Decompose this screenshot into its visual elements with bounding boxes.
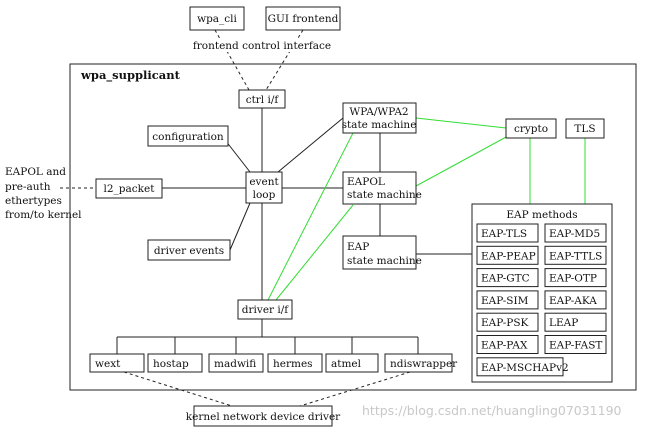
wpa-state-machine-line1: WPA/WPA2 — [349, 106, 408, 118]
eap-method-label: EAP-AKA — [549, 295, 597, 307]
eapol-state-machine-box — [342, 171, 417, 205]
connectors — [60, 29, 586, 407]
eap-methods-title: EAP methods — [506, 209, 577, 221]
event-loop-to-wpa-link — [277, 117, 344, 173]
control-interface-label-bg — [200, 38, 324, 52]
eap-method-box — [544, 223, 607, 243]
tls-label: TLS — [574, 123, 595, 135]
eap-method-label: EAP-MD5 — [549, 228, 600, 240]
eap-state-machine-line1: EAP — [347, 241, 369, 253]
eap-method-label: EAP-PAX — [481, 340, 528, 352]
driver-backend-ndiswrapper-box — [384, 353, 453, 373]
configuration-box — [147, 125, 229, 147]
driver-backend-label: ndiswrapper — [390, 358, 458, 370]
driver-backends-row: wext hostap madwifi hermes atmel ndiswrapper — [89, 353, 458, 373]
driver-backend-label: hermes — [273, 358, 313, 370]
wpa-cli-box — [189, 6, 245, 31]
ctrl-if-box — [238, 89, 286, 109]
eap-method-box — [476, 268, 539, 288]
eap-method-label: EAP-OTP — [549, 273, 597, 285]
crypto-label: crypto — [514, 123, 548, 135]
eap-method-box — [544, 245, 607, 265]
eap-method-label: EAP-SIM — [481, 295, 529, 307]
driver-backend-label: madwifi — [214, 358, 256, 370]
eapol-crypto-green-link — [415, 135, 509, 187]
driver-backend-atmel-box — [325, 353, 379, 373]
event-loop-box — [245, 171, 283, 204]
eap-method-label: LEAP — [549, 317, 578, 329]
gui-frontend-box — [265, 6, 341, 31]
crypto-box — [505, 118, 557, 139]
eap-state-machine-box — [342, 235, 417, 270]
driver-events-box — [147, 239, 231, 261]
eap-method-label: EAP-MSCHAPv2 — [481, 362, 569, 374]
eap-method-box — [476, 245, 539, 265]
driver-if-box — [237, 299, 293, 320]
eapol-external-line3: ethertypes — [5, 195, 62, 207]
driver-backend-madwifi-box — [208, 353, 264, 373]
driver-backend-hermes-box — [267, 353, 323, 373]
kernel-driver-box — [193, 405, 333, 427]
eap-state-machine-line2: state machine — [347, 255, 422, 267]
wpa-cli-label: wpa_cli — [197, 13, 237, 25]
wext-kernel-link — [123, 371, 233, 407]
driver-backend-wext-box — [89, 353, 145, 373]
tls-box — [565, 118, 605, 139]
driver-events-label: driver events — [154, 245, 224, 257]
wpa-state-machine-box — [342, 102, 417, 134]
wpa-driver-green-link — [267, 132, 354, 301]
eap-method-box — [544, 335, 607, 354]
driver-backend-label: atmel — [331, 358, 362, 370]
wpa-supplicant-title: wpa_supplicant — [80, 68, 181, 83]
eapol-state-machine-line2: state machine — [347, 189, 422, 201]
l2-packet-label: l2_packet — [104, 183, 156, 195]
eap-method-box — [476, 223, 539, 243]
configuration-label: configuration — [152, 131, 224, 143]
event-loop-label-line2: loop — [253, 189, 276, 201]
ctrl-if-label: ctrl i/f — [246, 94, 280, 106]
eap-method-box — [476, 312, 539, 332]
eap-method-box — [476, 290, 539, 310]
eap-method-label: EAP-FAST — [549, 340, 602, 352]
eap-method-label: EAP-GTC — [481, 273, 530, 285]
driver-if-label: driver i/f — [242, 304, 289, 316]
gui-frontend-label: GUI frontend — [268, 13, 339, 25]
eap-method-box — [544, 312, 607, 332]
control-interface-label: frontend control interface — [193, 40, 331, 52]
driver-backend-hostap-box — [147, 353, 203, 373]
driver-backend-label: hostap — [153, 358, 189, 370]
eapol-external-line4: from/to kernel — [5, 209, 82, 221]
driver-events-link — [229, 202, 251, 251]
eapol-external-line1: EAPOL and — [5, 166, 66, 178]
wpa-supplicant-frame — [69, 63, 637, 391]
eap-method-label: EAP-PSK — [481, 317, 529, 329]
wpa-state-machine-line2: state machine — [342, 119, 417, 131]
eap-method-box — [544, 290, 607, 310]
eap-method-label: EAP-PEAP — [481, 250, 536, 262]
wpa-crypto-green-link — [415, 117, 507, 129]
kernel-driver-label: kernel network device driver — [186, 411, 341, 423]
l2-packet-box — [95, 178, 163, 199]
eapol-state-machine-line1: EAPOL — [347, 176, 385, 188]
event-loop-label-line1: event — [249, 176, 279, 188]
eap-method-box — [476, 335, 539, 354]
eap-method-box — [476, 357, 564, 377]
eapol-external-line2: pre-auth — [5, 181, 51, 193]
ndiswrapper-kernel-link — [299, 371, 411, 407]
driver-backend-label: wext — [95, 358, 121, 370]
eap-method-label: EAP-TLS — [481, 228, 527, 240]
eap-method-box — [544, 268, 607, 288]
watermark-text: https://blog.csdn.net/huangling07031190 — [362, 403, 622, 418]
eapol-driver-green-link — [275, 204, 354, 301]
eap-method-label: EAP-TTLS — [549, 250, 602, 262]
